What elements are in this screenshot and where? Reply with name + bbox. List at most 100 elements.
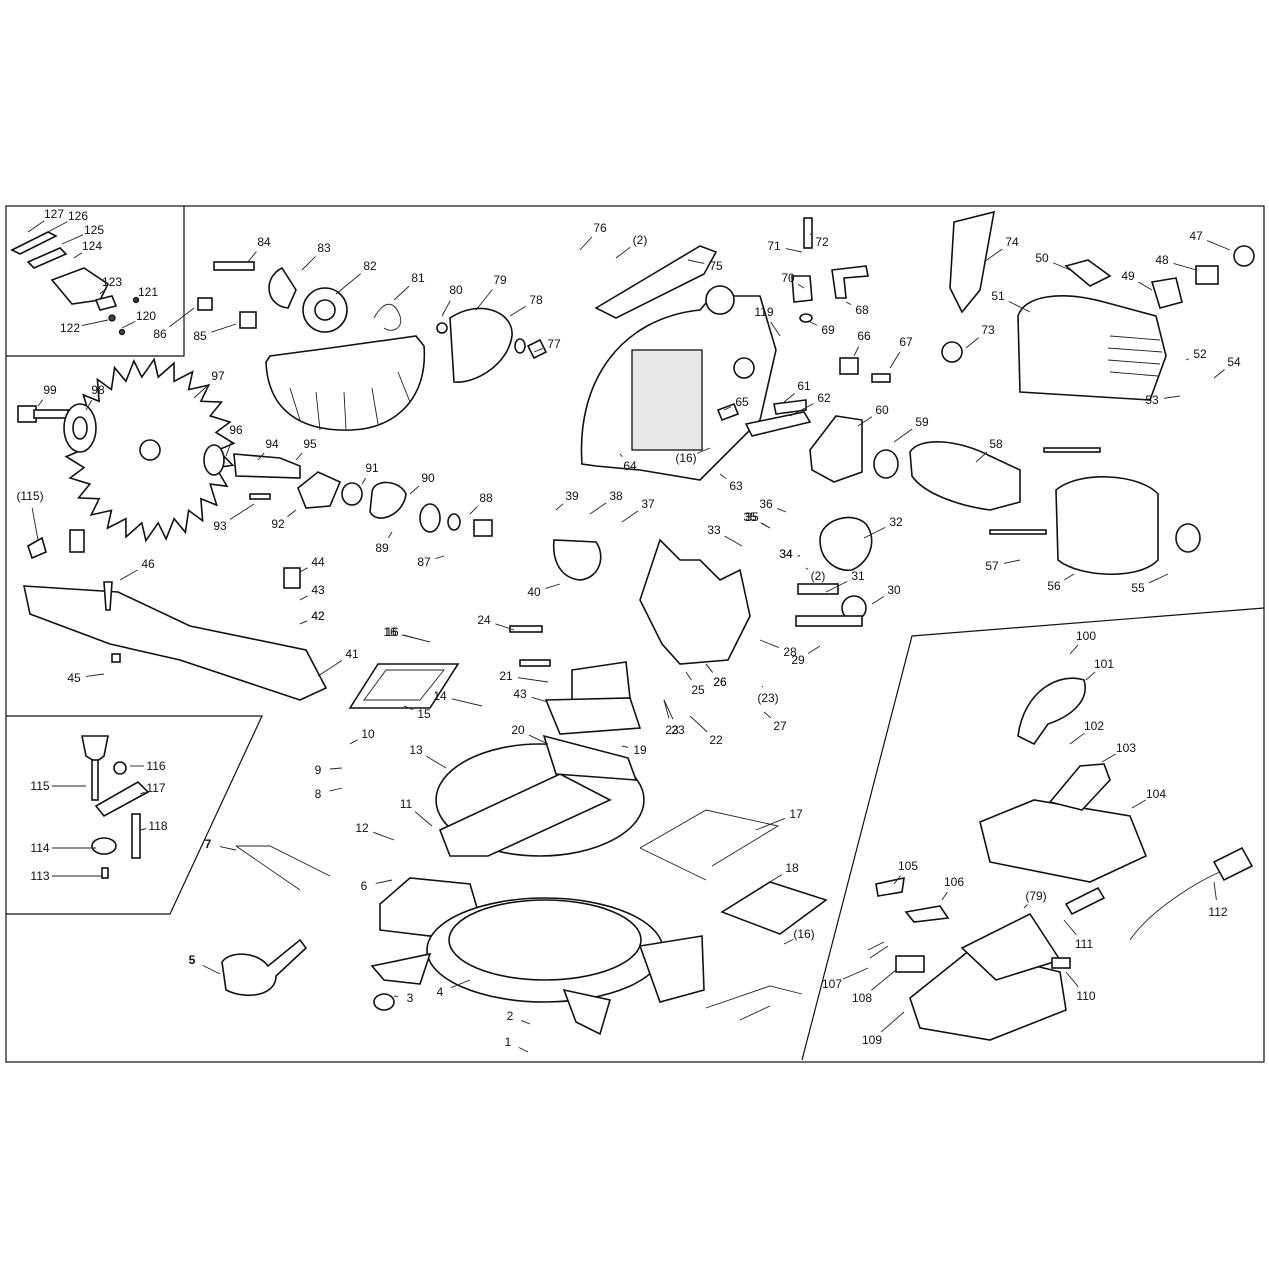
leader-line bbox=[825, 580, 848, 593]
leader-line bbox=[1163, 395, 1181, 399]
callout-label: 10 bbox=[361, 727, 375, 741]
leader-line bbox=[965, 337, 979, 349]
leader-line bbox=[287, 509, 297, 517]
leader-line bbox=[853, 346, 860, 357]
callout-label: 5 bbox=[189, 953, 196, 967]
leader-line bbox=[621, 745, 629, 748]
callout-label: 4 bbox=[437, 985, 444, 999]
leader-line bbox=[409, 485, 420, 495]
leader-line bbox=[893, 428, 913, 443]
callout-label: 97 bbox=[211, 369, 225, 383]
leader-line bbox=[759, 639, 780, 648]
callout-label: 42 bbox=[311, 609, 325, 623]
gear-housing bbox=[580, 245, 777, 481]
leader-line bbox=[797, 283, 805, 289]
callout-label: 111 bbox=[1075, 937, 1094, 951]
callout-label: 49 bbox=[1121, 269, 1135, 283]
callout-label: 67 bbox=[899, 335, 913, 349]
callout-label: 55 bbox=[1131, 581, 1145, 595]
leader-line bbox=[807, 645, 821, 654]
leader-line bbox=[475, 289, 493, 311]
leader-line bbox=[133, 298, 139, 303]
leader-line bbox=[451, 698, 483, 707]
guard-small-parts bbox=[197, 261, 297, 329]
leader-line bbox=[723, 406, 732, 411]
laser-module-parts bbox=[10, 231, 140, 336]
leader-line bbox=[755, 818, 786, 831]
callout-label: 83 bbox=[317, 241, 331, 255]
leader-line bbox=[257, 452, 265, 461]
callout-label: 117 bbox=[146, 781, 165, 795]
leader-line bbox=[531, 696, 549, 703]
callout-label: 110 bbox=[1076, 989, 1095, 1003]
leader-line bbox=[1064, 573, 1075, 581]
callout-label: (2) bbox=[633, 233, 648, 247]
leader-line bbox=[769, 874, 783, 883]
callout-label: 121 bbox=[138, 285, 158, 299]
callout-label: 32 bbox=[889, 515, 903, 529]
callout-label: 34 bbox=[779, 547, 793, 561]
leader-line bbox=[517, 677, 549, 683]
leader-line bbox=[941, 891, 948, 901]
callout-label: 2 bbox=[507, 1009, 514, 1023]
callout-label: 84 bbox=[257, 235, 271, 249]
callout-label: 12 bbox=[355, 821, 369, 835]
leader-line bbox=[349, 739, 358, 745]
leader-line bbox=[329, 787, 343, 792]
leader-line bbox=[73, 252, 83, 259]
callout-label: 25 bbox=[691, 683, 705, 697]
callout-label: 64 bbox=[623, 459, 637, 473]
base-accessories bbox=[221, 809, 828, 1021]
callout-label: 82 bbox=[363, 259, 377, 273]
leader-line bbox=[99, 290, 104, 295]
leader-line bbox=[615, 246, 631, 259]
callout-label: 76 bbox=[593, 221, 607, 235]
leader-line bbox=[139, 791, 145, 795]
leader-line bbox=[880, 1011, 905, 1033]
callout-label: 31 bbox=[851, 569, 865, 583]
callout-label: 89 bbox=[375, 541, 389, 555]
callout-label: 66 bbox=[857, 329, 871, 343]
leader-line bbox=[870, 969, 897, 991]
callout-label: (79) bbox=[1025, 889, 1046, 903]
callout-label: 116 bbox=[146, 759, 165, 773]
guard-plate bbox=[436, 307, 548, 383]
callout-label: 122 bbox=[60, 321, 80, 335]
leader-line bbox=[789, 403, 814, 417]
leader-line bbox=[545, 583, 561, 589]
spindle-parts bbox=[203, 444, 493, 537]
callout-label: 48 bbox=[1155, 253, 1169, 267]
leader-line bbox=[776, 508, 787, 513]
callout-label: 52 bbox=[1193, 347, 1207, 361]
callout-label: 102 bbox=[1084, 719, 1104, 733]
leader-line bbox=[1065, 971, 1079, 988]
leader-line bbox=[139, 828, 147, 831]
leader-line bbox=[1052, 262, 1071, 271]
callout-label: 123 bbox=[102, 275, 122, 289]
leader-line bbox=[619, 453, 623, 458]
callout-label: 92 bbox=[271, 517, 285, 531]
leader-line bbox=[435, 555, 445, 559]
callout-label: 101 bbox=[1094, 657, 1114, 671]
leader-line bbox=[983, 248, 1003, 263]
leader-line bbox=[621, 510, 639, 523]
leader-line bbox=[889, 351, 901, 369]
callout-label: 38 bbox=[609, 489, 623, 503]
callout-label: 62 bbox=[817, 391, 831, 405]
leader-line bbox=[335, 273, 362, 295]
callout-label: 43 bbox=[513, 687, 527, 701]
callout-label: 56 bbox=[1047, 579, 1061, 593]
callout-label: 106 bbox=[944, 875, 964, 889]
callout-label: 24 bbox=[477, 613, 491, 627]
leader-line bbox=[1148, 573, 1169, 584]
callout-label: (2) bbox=[811, 569, 826, 583]
callout-label: 120 bbox=[136, 309, 156, 323]
callout-label: 77 bbox=[547, 337, 561, 351]
diagram-frame bbox=[5, 205, 1265, 1063]
parts bbox=[10, 210, 1255, 1041]
callout-label: 34 bbox=[779, 547, 793, 561]
leader-line bbox=[47, 221, 68, 233]
callout-label: 91 bbox=[365, 461, 379, 475]
leader-line bbox=[85, 400, 93, 411]
callout-label: 103 bbox=[1116, 741, 1136, 755]
